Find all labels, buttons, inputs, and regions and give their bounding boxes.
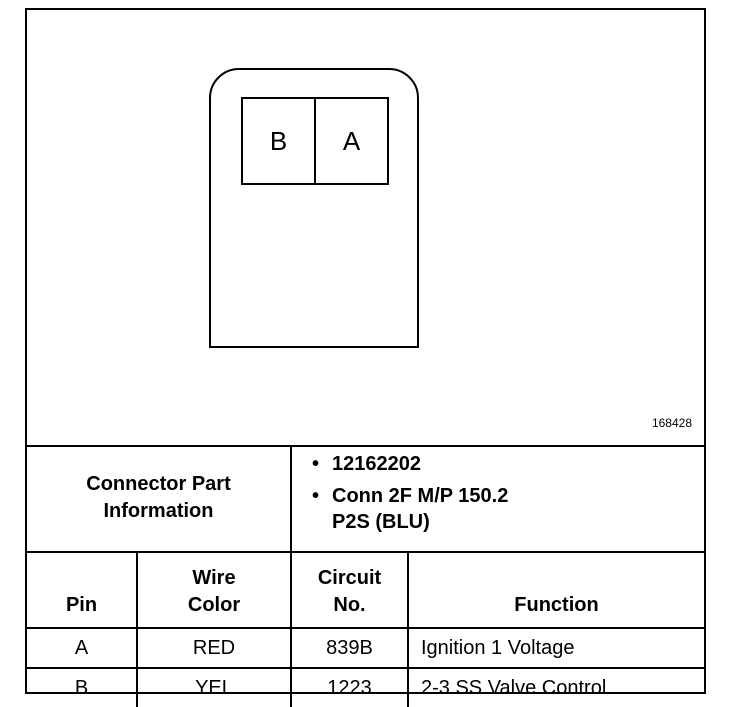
header-wire-color: Wire Color — [136, 551, 292, 629]
cavity-a-label: A — [342, 125, 361, 156]
connector-sheet: B A 168428 Connector Part Information 12… — [25, 8, 706, 707]
connector-housing — [209, 68, 419, 348]
part-info-values: 12162202 Conn 2F M/P 150.2 P2S (BLU) — [289, 445, 705, 553]
part-number: 12162202 — [332, 453, 421, 475]
part-info-label: Connector Part Information — [27, 445, 292, 553]
figure-id: 168428 — [651, 416, 692, 430]
connector-diagram: B A 168428 — [27, 10, 704, 447]
connector-desc-item: Conn 2F M/P 150.2 P2S (BLU) — [312, 483, 704, 535]
part-number-item: 12162202 — [312, 451, 704, 477]
part-info-row: Connector Part Information 12162202 Conn… — [27, 445, 705, 553]
cavity-b-label: B — [269, 125, 288, 156]
connector-desc-line2: P2S (BLU) — [332, 511, 430, 533]
part-info-label-line2: Information — [103, 500, 214, 522]
pin-cell: B — [27, 667, 138, 707]
pin-cell: A — [27, 627, 138, 669]
connector-info-table: Connector Part Information 12162202 Conn… — [27, 445, 705, 707]
header-wire-color-line2: Color — [187, 594, 241, 616]
wire-color-cell: YEL — [136, 667, 292, 707]
header-circuit-line2: No. — [333, 594, 366, 616]
header-function: Function — [406, 551, 705, 629]
header-wire-color-line1: Wire — [192, 567, 236, 589]
function-cell: 2-3 SS Valve Control — [406, 667, 705, 707]
circuit-cell: 839B — [290, 627, 409, 669]
header-circuit-line1: Circuit — [317, 567, 382, 589]
function-cell: Ignition 1 Voltage — [406, 627, 705, 669]
header-pin-label: Pin — [65, 594, 98, 616]
connector-desc-line1: Conn 2F M/P 150.2 — [332, 485, 509, 507]
cavity-a: A — [314, 97, 389, 185]
table-row: B YEL 1223 2-3 SS Valve Control — [27, 667, 705, 707]
header-function-label: Function — [514, 594, 599, 616]
header-circuit: Circuit No. — [290, 551, 409, 629]
table-row: A RED 839B Ignition 1 Voltage — [27, 627, 705, 669]
wire-color-cell: RED — [136, 627, 292, 669]
circuit-cell: 1223 — [290, 667, 409, 707]
header-pin: Pin — [27, 551, 138, 629]
header-row: Pin Wire Color Circuit No. Function — [27, 551, 705, 629]
cavity-b: B — [241, 97, 316, 185]
part-info-label-line1: Connector Part — [86, 473, 231, 495]
